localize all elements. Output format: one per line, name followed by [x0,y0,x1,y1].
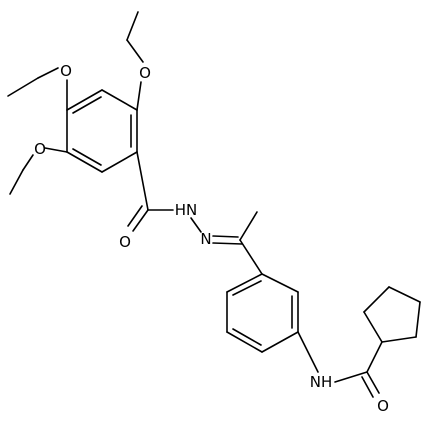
bond [101,89,138,111]
bond [72,148,102,166]
bond [334,371,368,383]
bond [66,89,103,111]
bond [127,205,143,227]
bond [126,11,139,41]
bond [366,341,383,373]
bond [22,154,34,171]
bond [66,151,103,173]
bond [366,371,380,394]
atom-label-nh: NH [310,373,333,391]
bond [232,328,262,346]
bond [136,151,149,211]
bond [363,311,383,343]
bond [132,209,149,232]
bond [44,147,68,153]
atom-label-oxygen: O [34,140,46,158]
atom-label-oxygen: O [139,64,151,82]
bond [9,169,24,195]
bond [388,286,421,303]
bond [261,273,299,293]
bond [261,331,299,353]
bond [297,331,319,373]
bond [101,151,138,173]
bond [212,242,243,245]
atom-label-oxygen: O [119,233,131,251]
bond [136,81,142,111]
bond [126,39,144,63]
bond [363,286,390,313]
bond [226,331,263,353]
bond [7,77,39,97]
bond [239,239,263,275]
bond [37,67,59,79]
bond [239,211,258,241]
bond [415,301,421,338]
bond-lines [7,11,421,398]
bond [72,96,102,114]
atom-labels: O O O O HN N NH O [34,62,389,415]
bond [212,235,239,238]
atom-label-oxygen: O [377,397,389,415]
atom-label-oxygen: O [60,62,72,80]
bond [381,336,417,343]
atom-label-nh: HN [175,201,198,219]
bond [226,273,263,293]
bond [232,280,262,296]
bond [190,217,202,233]
atom-label-nitrogen: N [200,230,211,248]
bond [361,376,374,398]
